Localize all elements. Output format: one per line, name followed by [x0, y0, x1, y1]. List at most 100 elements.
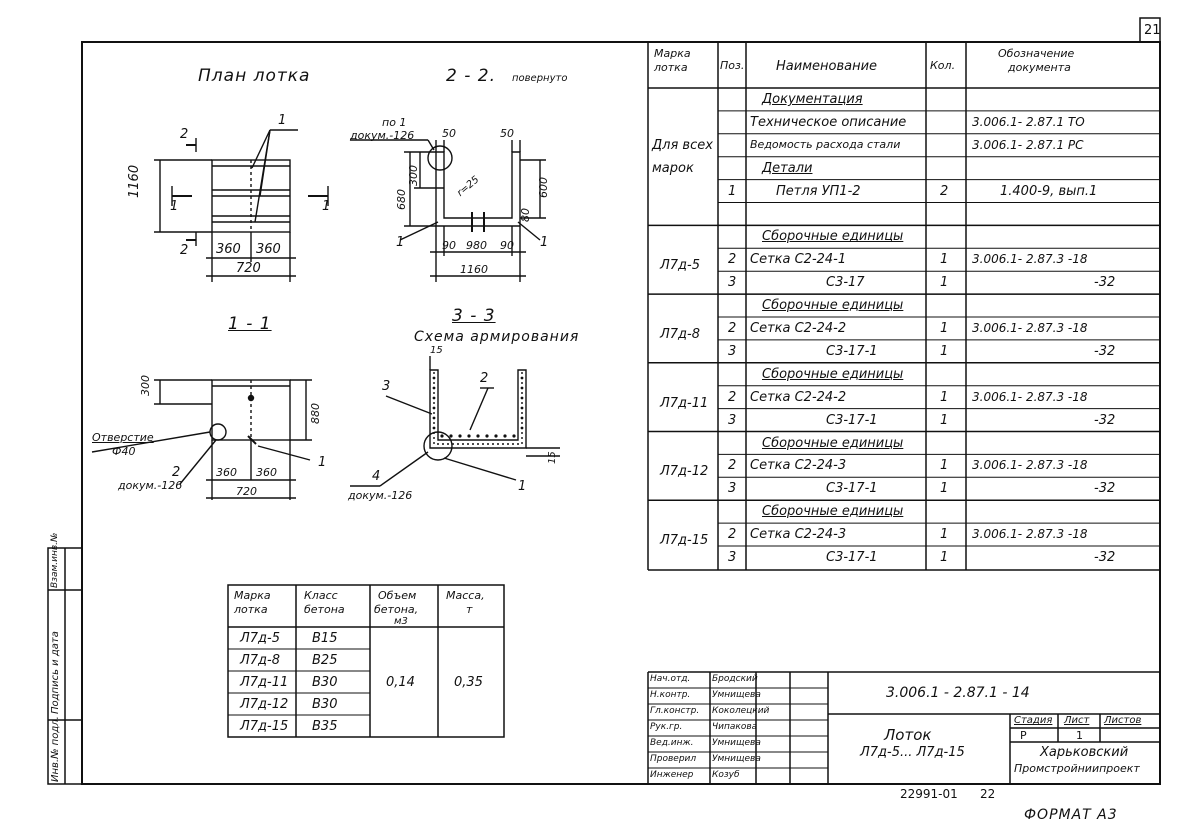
s22-dim-600: 600: [537, 177, 550, 198]
mark-row-mark: Л7д-5: [240, 631, 280, 646]
s22-dim-50r: 50: [500, 127, 514, 140]
side-stamp-inv: Инв.№ подл.: [50, 716, 61, 782]
spec-row-pos: 3: [728, 343, 737, 359]
s11-doc: докум.-126: [118, 479, 183, 492]
mark-header-mark-2: лотка: [234, 603, 268, 616]
section-3-3-subtitle: Схема армирования: [414, 329, 580, 345]
mark-row-mark: Л7д-15: [240, 719, 289, 734]
section-3-3-title: 3 - 3: [452, 306, 496, 326]
spec-header-mark-2: лотка: [654, 61, 688, 74]
spec-row-qty: 1: [940, 343, 949, 359]
s11-dim-880: 880: [309, 403, 322, 424]
spec-row-name: Техническое описание: [750, 114, 907, 130]
title-block-name: Лоток: [884, 726, 932, 744]
mark-row-mark: Л7д-8: [240, 653, 280, 668]
plan-dim-720: 720: [236, 261, 261, 276]
spec-row-pos: 3: [728, 550, 737, 565]
spec-row-doc: -32: [1094, 275, 1116, 291]
title-block-person: Бродский: [712, 674, 758, 684]
spec-row-pos: 2: [728, 389, 737, 405]
spec-row-name: С3-17-1: [826, 550, 878, 565]
spec-row-doc: 3.006.1- 2.87.3 -18: [972, 389, 1088, 404]
spec-row-qty: 1: [940, 481, 949, 497]
spec-row-pos: 1: [728, 183, 737, 199]
mark-volume: 0,14: [386, 675, 415, 690]
title-block-person: Коколецкий: [712, 706, 770, 716]
title-block-role: Нач.отд.: [650, 674, 691, 684]
mark-header-vol-2: бетона,: [374, 603, 419, 616]
spec-row-section: Детали: [762, 160, 813, 176]
title-block-sheet-label: Лист: [1064, 715, 1090, 726]
spec-row-section: Сборочные единицы: [762, 366, 904, 382]
spec-row-pos: 2: [728, 458, 737, 474]
s11-dim-720: 720: [236, 485, 257, 498]
spec-row-name: Сетка С2-24-1: [750, 252, 847, 268]
s22-dim-90a: 90: [442, 239, 456, 252]
spec-row-doc: 3.006.1- 2.87.1 РС: [972, 137, 1084, 152]
spec-header-mark-1: Марка: [654, 47, 691, 60]
spec-row-name: Петля УП1-2: [776, 183, 861, 199]
spec-row-pos: 3: [728, 481, 737, 497]
title-block-role: Проверил: [650, 754, 697, 764]
spec-row-mark: марок: [652, 160, 694, 176]
s22-dim-680: 680: [395, 189, 408, 210]
plan-title: План лотка: [198, 66, 311, 86]
spec-row-pos: 2: [728, 321, 737, 336]
spec-row-name: С3-17-1: [826, 343, 878, 359]
title-block-role: Инженер: [650, 770, 694, 780]
title-block-sheet: 1: [1076, 729, 1083, 742]
spec-row-doc: 3.006.1- 2.87.1 ТО: [972, 114, 1085, 129]
mark-row-mark: Л7д-12: [240, 697, 289, 712]
s22-dim-300: 300: [407, 165, 420, 186]
mark-row-class: В15: [312, 631, 338, 646]
title-block-org-1: Харьковский: [1040, 745, 1129, 760]
s22-dim-50l: 50: [442, 127, 456, 140]
title-block-role: Рук.гр.: [650, 722, 683, 732]
spec-row-name: Ведомость расхода стали: [750, 137, 901, 151]
s22-dim-80: 80: [519, 208, 532, 222]
spec-row-doc: -32: [1094, 343, 1116, 359]
spec-row-mark: Л7д-12: [660, 464, 709, 480]
side-stamp-replace: Взам.инв.№: [50, 532, 60, 588]
s22-pos-1a: 1: [396, 235, 405, 250]
spec-header-name: Наименование: [776, 59, 878, 74]
s33-pos-1: 1: [518, 479, 527, 494]
s22-dim-1160: 1160: [460, 263, 488, 276]
title-block-person: Чипакова: [712, 722, 758, 732]
mark-header-class-1: Класс: [304, 589, 338, 602]
title-block-person: Умнищева: [712, 754, 761, 764]
plan-dim-1160: 1160: [127, 164, 142, 198]
spec-row-qty: 1: [940, 412, 949, 428]
s22-dim-980: 980: [466, 239, 487, 252]
plan-cut-1-left: 1: [170, 199, 179, 214]
spec-header-qty: Кол.: [930, 59, 956, 72]
spec-row-qty: 1: [940, 550, 949, 565]
mark-header-mark-1: Марка: [234, 589, 271, 602]
title-block-role: Н.контр.: [650, 690, 691, 700]
spec-row-pos: 3: [728, 275, 737, 291]
spec-row-mark: Л7д-15: [660, 533, 709, 549]
spec-row-section: Документация: [762, 92, 863, 107]
mark-header-mass-1: Масса,: [446, 589, 485, 602]
mark-mass: 0,35: [454, 675, 483, 690]
spec-row-name: С3-17-1: [826, 481, 878, 497]
spec-header-doc-1: Обозначение: [998, 47, 1075, 60]
spec-row-doc: 3.006.1- 2.87.3 -18: [972, 321, 1088, 335]
spec-row-qty: 2: [940, 183, 949, 199]
spec-row-qty: 1: [940, 527, 949, 543]
title-block-sheets-label: Листов: [1104, 715, 1142, 726]
s22-pos-1b: 1: [540, 235, 549, 250]
mark-row-class: В30: [312, 697, 338, 712]
spec-row-doc: -32: [1094, 412, 1116, 428]
spec-row-name: С3-17: [826, 275, 865, 291]
title-block-role: Вед.инж.: [650, 738, 694, 748]
plan-pos-1: 1: [278, 113, 287, 128]
title-block-person: Умнищева: [712, 690, 761, 700]
spec-row-mark: Л7д-8: [660, 327, 700, 342]
plan-cut-2-bottom: 2: [180, 243, 189, 258]
section-1-1-title: 1 - 1: [228, 314, 272, 334]
title-block-role: Гл.констр.: [650, 706, 700, 716]
s33-pos-4: 4: [372, 469, 381, 484]
spec-row-qty: 1: [940, 389, 949, 405]
s33-doc: докум.-126: [348, 489, 413, 502]
